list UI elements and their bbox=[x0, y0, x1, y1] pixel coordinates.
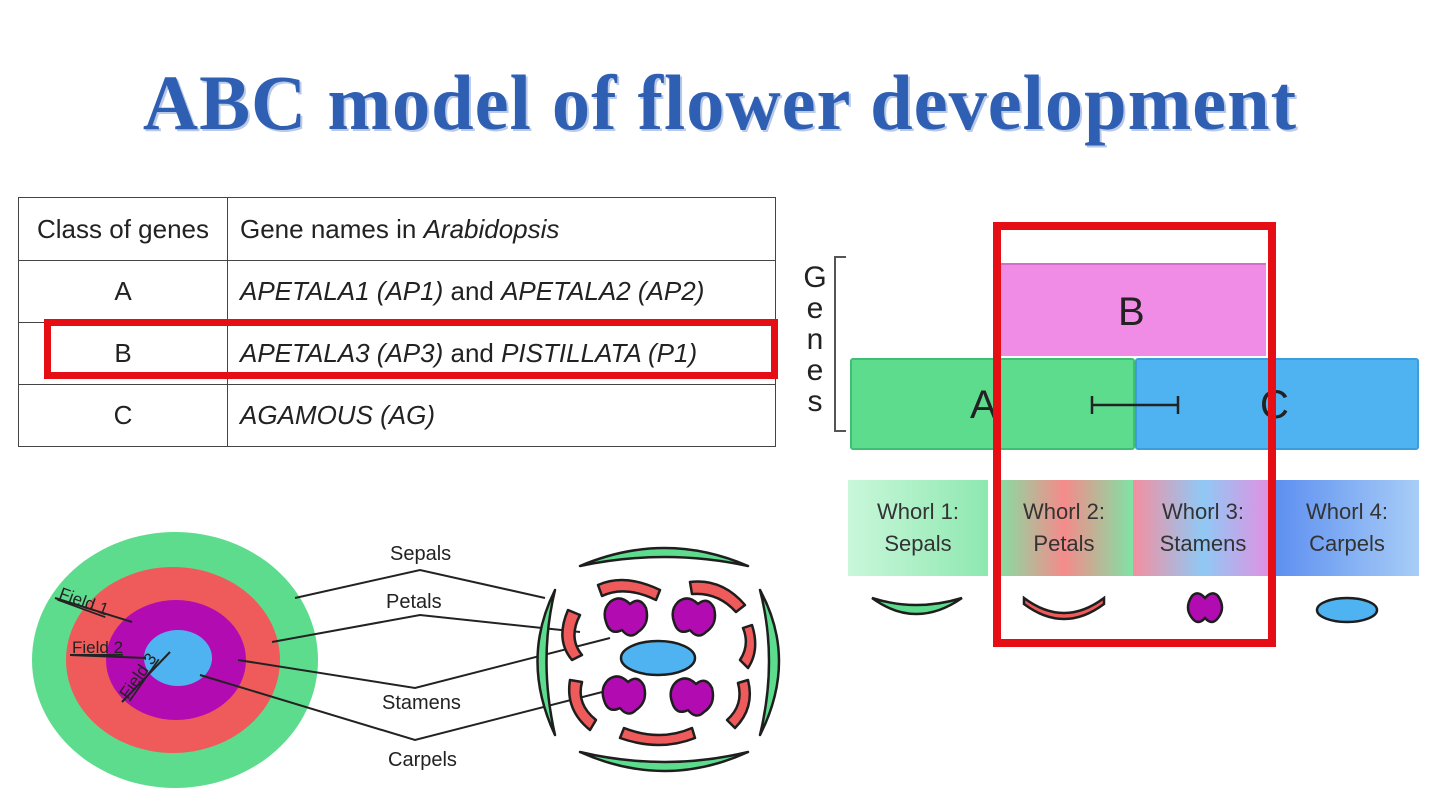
petals-label: Petals bbox=[386, 591, 442, 613]
carpels-label: Carpels bbox=[388, 749, 457, 771]
sepals-label: Sepals bbox=[390, 543, 452, 565]
gene-bar-a-label: A bbox=[970, 383, 997, 427]
highlight-b-whorls bbox=[993, 222, 1276, 647]
gene-bar-b bbox=[1000, 263, 1266, 356]
table-row: A APETALA1 (AP1) and APETALA2 (AP2) bbox=[18, 260, 776, 323]
table-row: C AGAMOUS (AG) bbox=[18, 384, 776, 447]
row-class: C bbox=[18, 384, 228, 447]
gene-bar-b-label: B bbox=[1118, 290, 1145, 334]
sepal-icon bbox=[871, 596, 963, 616]
whorl-2: Whorl 2:Petals bbox=[995, 480, 1133, 576]
stamen-icon bbox=[1186, 592, 1224, 624]
highlight-row-b bbox=[44, 319, 778, 379]
genes-axis-label: G e n e s bbox=[803, 261, 827, 418]
stamens-label: Stamens bbox=[382, 692, 461, 714]
genes-bracket bbox=[834, 256, 846, 432]
field-2-label: Field 2 bbox=[72, 638, 123, 657]
whorl-3: Whorl 3:Stamens bbox=[1133, 480, 1273, 576]
whorl-1: Whorl 1:Sepals bbox=[848, 480, 988, 576]
row-gene-names: APETALA1 (AP1) and APETALA2 (AP2) bbox=[227, 260, 776, 323]
row-gene-names: AGAMOUS (AG) bbox=[227, 384, 776, 447]
header-class: Class of genes bbox=[18, 197, 228, 261]
gene-table: Class of genes Gene names in Arabidopsis… bbox=[18, 197, 776, 447]
whorl-4: Whorl 4:Carpels bbox=[1275, 480, 1419, 576]
gene-bar-c bbox=[1135, 358, 1419, 450]
gene-bar-a bbox=[850, 358, 1135, 450]
carpel-icon bbox=[1315, 596, 1379, 624]
page-title: ABC model of flower development bbox=[142, 59, 1298, 146]
petal-icon bbox=[1022, 595, 1106, 621]
